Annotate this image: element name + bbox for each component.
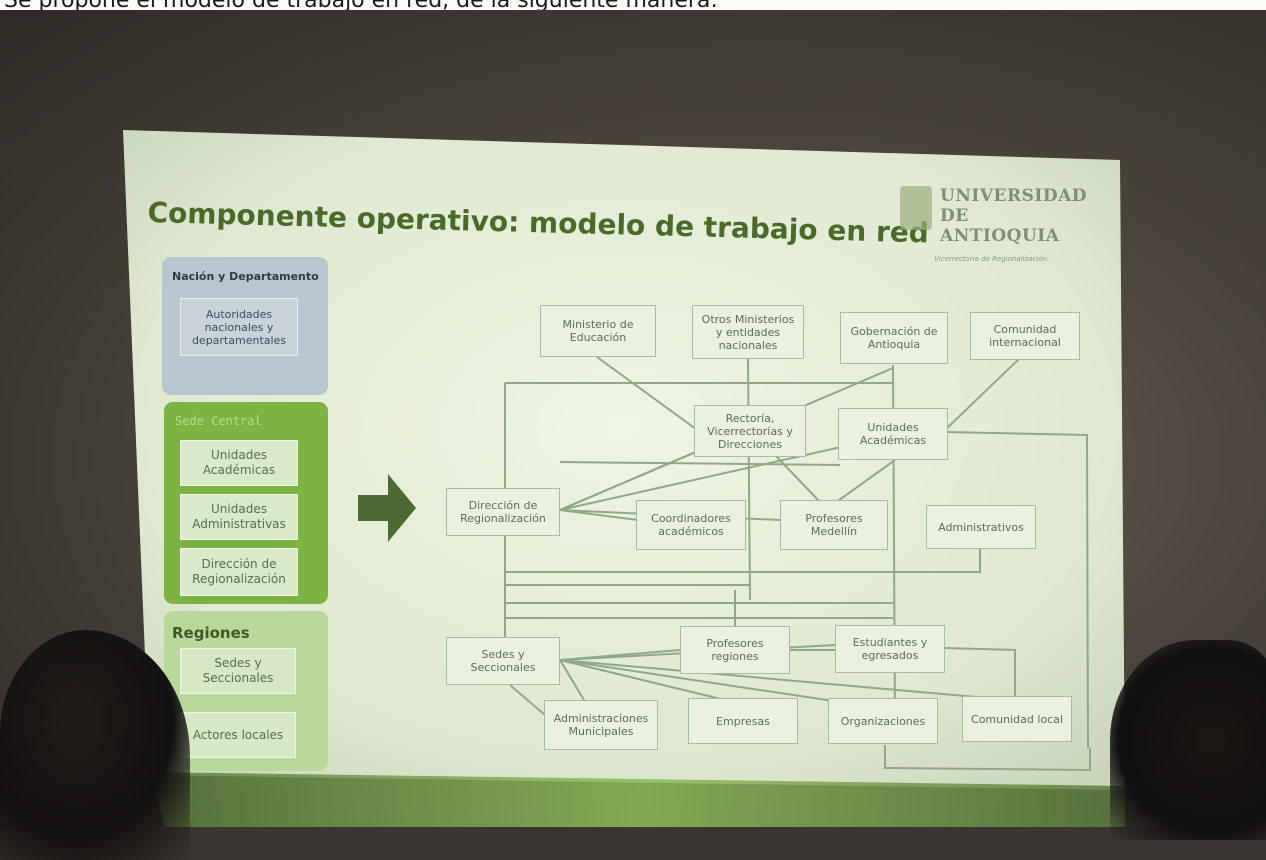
university-seal-icon — [900, 186, 932, 230]
audience-head-right — [1110, 640, 1266, 840]
node-otros-ministerios: Otros Ministerios y entidades nacionales — [692, 305, 804, 359]
node-administraciones-municipales: Administraciones Municipales — [544, 700, 658, 750]
node-direccion-regionalizacion: Dirección de Regionalización — [446, 488, 560, 536]
node-unidades-academicas: Unidades Académicas — [838, 408, 948, 460]
node-empresas: Empresas — [688, 698, 798, 744]
projected-slide: Componente operativo: modelo de trabajo … — [123, 130, 1125, 827]
logo-wordmark: UNIVERSIDAD DE ANTIOQUIA — [940, 186, 1090, 246]
logo-line-2: DE ANTIOQUIA — [940, 206, 1060, 246]
node-sedes-seccionales: Sedes y Seccionales — [446, 637, 560, 685]
node-estudiantes: Estudiantes y egresados — [835, 625, 945, 673]
node-coordinadores: Coordinadores académicos — [636, 500, 746, 550]
node-comunidad-local: Comunidad local — [962, 696, 1072, 742]
node-rectoria: Rectoría, Vicerrectorías y Direcciones — [694, 405, 806, 457]
right-arrow-icon — [358, 474, 416, 542]
node-profesores-regiones: Profesores regiones — [680, 626, 790, 674]
node-organizaciones: Organizaciones — [828, 698, 938, 744]
panel-sede-heading: Sede Central — [175, 414, 262, 428]
sede-item-unidades-academicas: Unidades Académicas — [180, 440, 298, 486]
slide-footer-band — [150, 772, 1125, 827]
sede-item-unidades-administrativas: Unidades Administrativas — [180, 494, 298, 540]
regiones-item-sedes: Sedes y Seccionales — [180, 648, 296, 694]
node-gobernacion: Gobernación de Antioquia — [840, 312, 948, 364]
nacion-item-autoridades: Autoridades nacionales y departamentales — [180, 298, 298, 356]
node-profesores-medellin: Profesores Medellín — [780, 500, 888, 550]
university-logo: UNIVERSIDAD DE ANTIOQUIA Vicerrectoría d… — [900, 180, 1090, 270]
node-ministerio: Ministerio de Educación — [540, 305, 656, 357]
logo-subline: Vicerrectoría de Regionalización — [934, 255, 1048, 263]
logo-line-1: UNIVERSIDAD — [940, 186, 1087, 206]
sede-item-direccion: Dirección de Regionalización — [180, 548, 298, 596]
regiones-item-actores: Actores locales — [180, 712, 296, 758]
audience-head-left — [0, 630, 190, 860]
node-administrativos: Administrativos — [926, 505, 1036, 549]
document-caption-strip: Se propone el modelo de trabajo en red, … — [0, 0, 1266, 10]
node-comunidad-internacional: Comunidad internacional — [970, 312, 1080, 360]
caption-text: Se propone el modelo de trabajo en red, … — [4, 0, 718, 10]
panel-regiones-heading: Regiones — [172, 624, 250, 642]
panel-nacion-heading: Nación y Departamento — [172, 270, 319, 283]
